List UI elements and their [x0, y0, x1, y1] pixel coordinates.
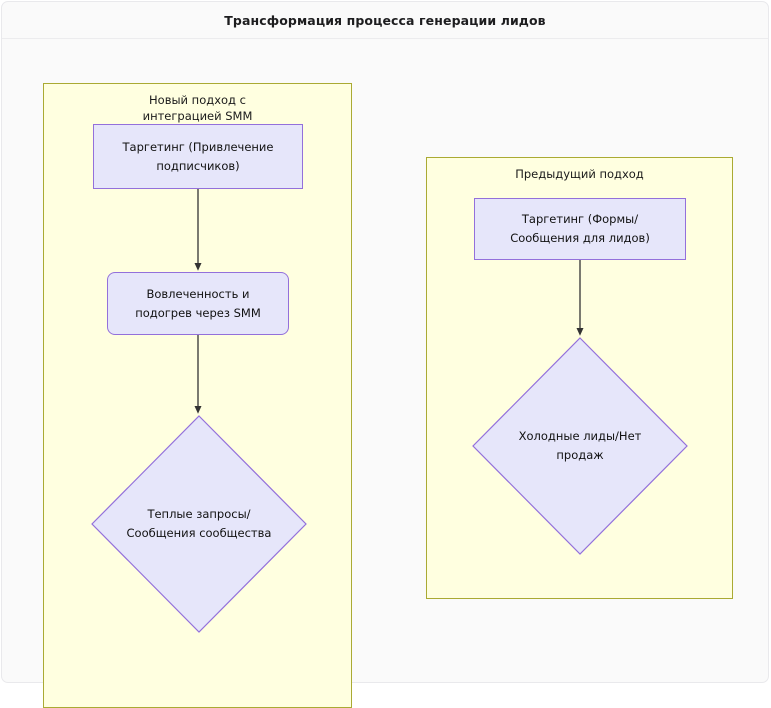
diamond-shape — [472, 337, 688, 555]
node-targeting-smm[interactable]: Таргетинг (Привлечение подписчиков) — [93, 124, 303, 189]
node-cold-leads[interactable]: Холодные лиды/Нет продаж — [472, 337, 688, 555]
node-engagement-smm-label: Вовлеченность и подогрев через SMM — [135, 286, 261, 320]
node-targeting-smm-label: Таргетинг (Привлечение подписчиков) — [122, 139, 274, 173]
node-cold-leads-label: Холодные лиды/Нет продаж — [518, 429, 642, 462]
card-header: Трансформация процесса генерации лидов — [2, 2, 768, 39]
page-title: Трансформация процесса генерации лидов — [224, 12, 546, 28]
cluster-new-approach-label: Новый подход с интеграцией SMM — [142, 93, 253, 123]
node-warm-requests[interactable]: Теплые запросы/ Сообщения сообщества — [91, 415, 307, 633]
node-targeting-forms[interactable]: Таргетинг (Формы/ Сообщения для лидов) — [474, 198, 686, 260]
diagram-canvas: Новый подход с интеграцией SMM Предыдущи… — [2, 39, 770, 708]
diamond-shape — [91, 415, 307, 633]
node-engagement-smm[interactable]: Вовлеченность и подогрев через SMM — [107, 272, 289, 335]
cluster-previous-approach-label: Предыдущий подход — [515, 167, 644, 181]
node-warm-requests-label: Теплые запросы/ Сообщения сообщества — [126, 507, 272, 540]
node-targeting-forms-label: Таргетинг (Формы/ Сообщения для лидов) — [510, 212, 650, 245]
